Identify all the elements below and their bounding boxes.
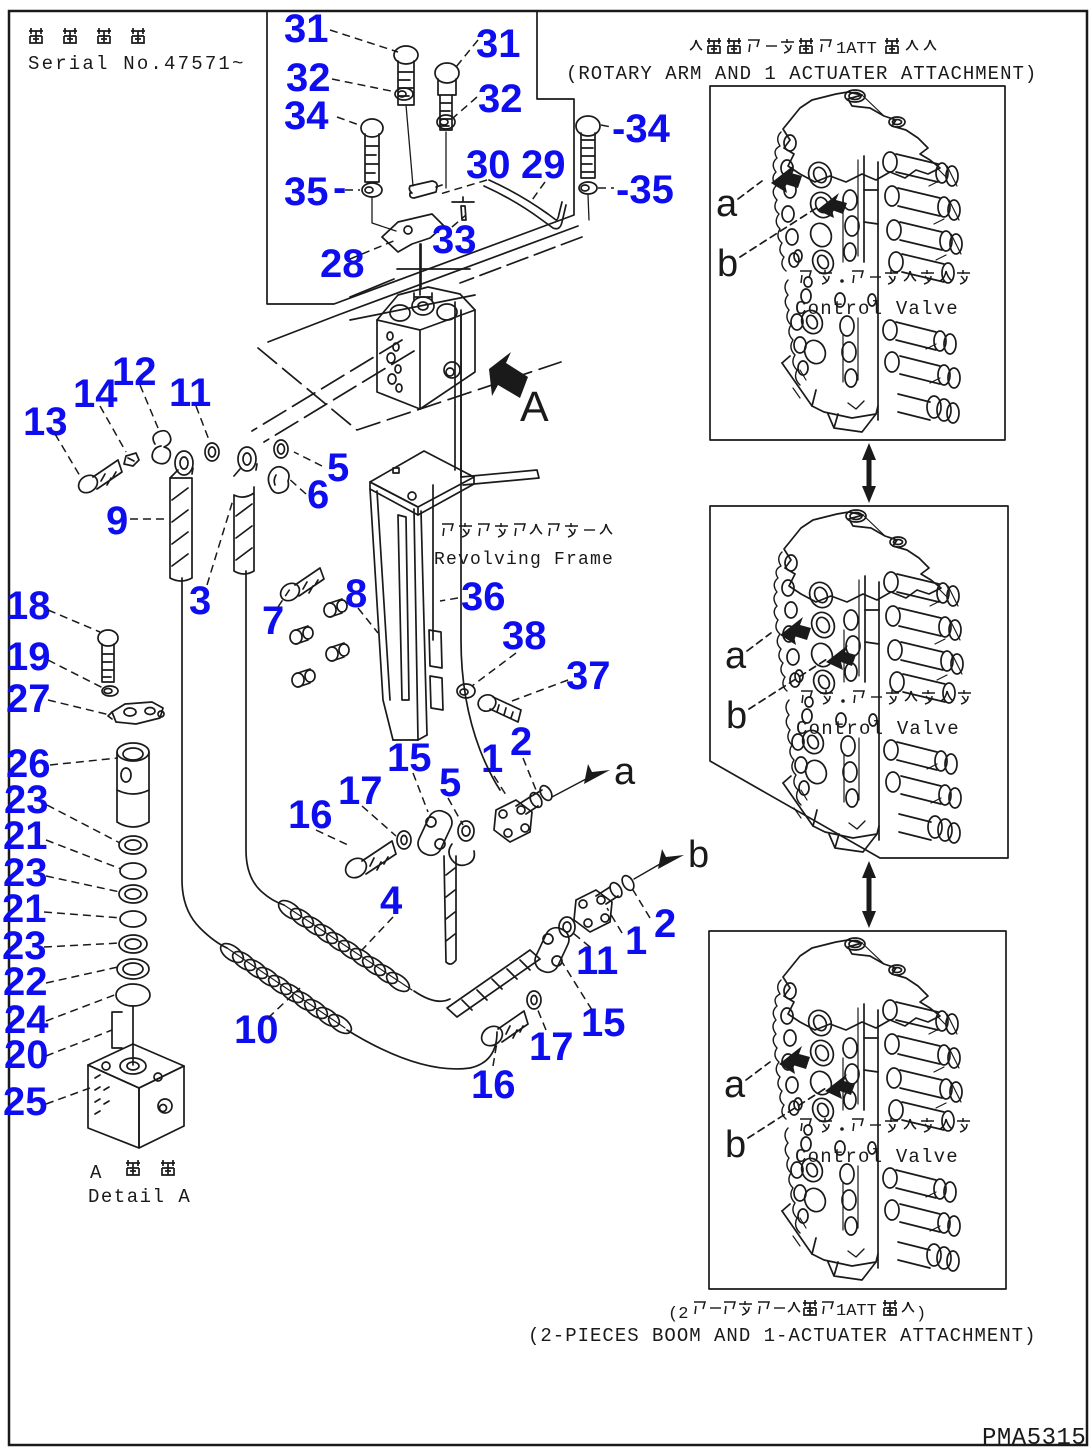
svg-text:7: 7 bbox=[262, 599, 284, 643]
svg-text:21: 21 bbox=[2, 887, 47, 931]
svg-text:32: 32 bbox=[286, 56, 331, 100]
svg-text:20: 20 bbox=[4, 1033, 49, 1077]
svg-text:37: 37 bbox=[566, 654, 611, 698]
svg-text:8: 8 bbox=[345, 572, 367, 616]
svg-text:30: 30 bbox=[466, 143, 511, 187]
svg-text:1: 1 bbox=[481, 737, 503, 781]
svg-text:23: 23 bbox=[2, 924, 47, 968]
svg-text:16: 16 bbox=[288, 793, 333, 837]
svg-text:2: 2 bbox=[654, 902, 676, 946]
svg-text:16: 16 bbox=[471, 1063, 516, 1107]
svg-text:b: b bbox=[688, 834, 709, 876]
svg-text:A: A bbox=[90, 1162, 105, 1184]
svg-text:15: 15 bbox=[387, 736, 432, 780]
svg-text:25: 25 bbox=[3, 1080, 48, 1124]
svg-text:Revolving Frame: Revolving Frame bbox=[434, 550, 614, 570]
svg-text:5: 5 bbox=[439, 761, 461, 805]
svg-text:PMA5315: PMA5315 bbox=[982, 1425, 1086, 1449]
svg-text:31: 31 bbox=[476, 22, 521, 66]
svg-text:A: A bbox=[520, 383, 549, 431]
svg-text:9: 9 bbox=[106, 499, 128, 543]
svg-text:1ATT: 1ATT bbox=[836, 40, 877, 59]
svg-text:3: 3 bbox=[189, 579, 211, 623]
svg-text:1: 1 bbox=[625, 919, 647, 963]
svg-text:19: 19 bbox=[6, 635, 51, 679]
svg-text:23: 23 bbox=[4, 778, 49, 822]
svg-text:4: 4 bbox=[380, 879, 403, 923]
svg-text:35: 35 bbox=[284, 170, 329, 214]
svg-text:Detail A: Detail A bbox=[88, 1186, 191, 1208]
svg-text:14: 14 bbox=[73, 372, 118, 416]
svg-text:(2-PIECES BOOM AND 1-ACTUATER: (2-PIECES BOOM AND 1-ACTUATER ATTACHMENT… bbox=[528, 1325, 1036, 1347]
svg-text:-34: -34 bbox=[612, 107, 671, 151]
svg-text:1ATT: 1ATT bbox=[836, 1302, 877, 1321]
svg-text:28: 28 bbox=[320, 242, 365, 286]
svg-text:31: 31 bbox=[284, 7, 329, 51]
svg-text:-: - bbox=[333, 166, 346, 210]
svg-text:-35: -35 bbox=[616, 168, 674, 212]
svg-text:17: 17 bbox=[529, 1025, 574, 1069]
svg-text:18: 18 bbox=[6, 584, 51, 628]
svg-text:13: 13 bbox=[23, 400, 68, 444]
svg-text:): ) bbox=[916, 1305, 926, 1324]
svg-text:21: 21 bbox=[3, 814, 48, 858]
svg-text:a: a bbox=[614, 751, 636, 793]
svg-text:12: 12 bbox=[112, 350, 157, 394]
svg-text:26: 26 bbox=[6, 742, 51, 786]
svg-text:2: 2 bbox=[510, 720, 532, 764]
svg-text:Serial No.47571~: Serial No.47571~ bbox=[28, 53, 246, 75]
svg-text:(ROTARY ARM AND 1 ACTUATER ATT: (ROTARY ARM AND 1 ACTUATER ATTACHMENT) bbox=[566, 63, 1037, 85]
svg-text:6: 6 bbox=[307, 473, 329, 517]
svg-text:34: 34 bbox=[284, 94, 329, 138]
svg-text:24: 24 bbox=[4, 998, 49, 1042]
svg-text:36: 36 bbox=[461, 575, 506, 619]
svg-text:23: 23 bbox=[3, 851, 48, 895]
svg-text:29: 29 bbox=[521, 143, 566, 187]
svg-text:11: 11 bbox=[169, 371, 211, 415]
svg-text:15: 15 bbox=[581, 1001, 626, 1045]
svg-text:17: 17 bbox=[338, 769, 383, 813]
svg-text:11: 11 bbox=[576, 939, 618, 983]
svg-text:32: 32 bbox=[478, 77, 523, 121]
svg-text:22: 22 bbox=[3, 960, 48, 1004]
svg-text:(2: (2 bbox=[668, 1305, 688, 1324]
svg-text:5: 5 bbox=[327, 446, 349, 490]
svg-text:27: 27 bbox=[6, 677, 51, 721]
svg-text:38: 38 bbox=[502, 614, 547, 658]
